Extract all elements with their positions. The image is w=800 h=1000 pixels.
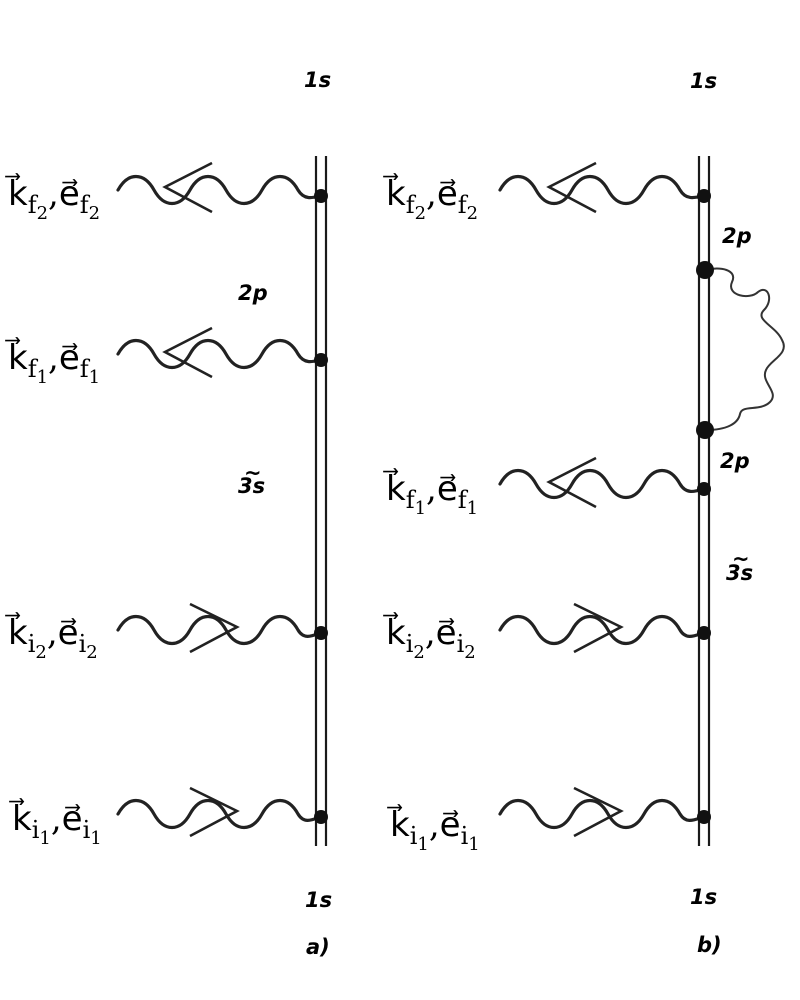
state-label-a-top: 1s	[304, 68, 331, 92]
state-label-a-3s: ~ 3s	[238, 461, 265, 498]
vertex-b-i2	[697, 626, 711, 640]
photon-label-a-f2: k⃗f2,e⃗f2	[5, 173, 100, 224]
vertex-b-f1	[697, 482, 711, 496]
photon-label-b-f1: k⃗f1,e⃗f1	[383, 468, 478, 519]
photon-line-b-i2	[498, 602, 705, 654]
state-label-b-3s-suffix: s	[741, 561, 754, 585]
state-label-b-3s: ~ 3s	[726, 547, 753, 585]
photon-label-a-i1: k⃗i1,e⃗i1	[9, 798, 102, 849]
vertex-b-f2	[697, 189, 711, 203]
self-energy-loop-b	[705, 267, 785, 431]
state-label-b-2p-lower: 2p	[720, 449, 750, 473]
state-label-b-top: 1s	[690, 69, 717, 93]
svg-text:3s: 3s	[238, 474, 265, 498]
state-label-a-3s-suffix: s	[253, 474, 266, 498]
svg-text:3s: 3s	[726, 561, 753, 585]
photon-line-a-i2	[116, 602, 322, 654]
state-label-b-bottom: 1s	[690, 885, 717, 909]
tilde-mark-a: ~	[244, 461, 262, 485]
photon-line-a-f2	[116, 161, 322, 214]
caption-a: a)	[306, 935, 330, 959]
vertex-a-f2	[314, 189, 328, 203]
photon-line-a-f1	[116, 326, 322, 379]
vertex-b-loop-bottom	[696, 421, 714, 439]
state-label-b-2p-upper: 2p	[722, 224, 752, 248]
tilde-mark-b: ~	[732, 547, 750, 571]
photon-label-a-f1: k⃗f1,e⃗f1	[5, 337, 100, 388]
diagram-a: 1s 2p ~ 3s 1s a) k⃗f2,e	[5, 68, 332, 959]
diagram-b: 1s 2p 2p ~ 3s 1s b)	[383, 69, 785, 957]
vertex-a-i2	[314, 626, 328, 640]
photon-line-b-f1	[498, 456, 705, 509]
photon-label-a-i2: k⃗i2,e⃗i2	[5, 612, 98, 663]
photon-line-b-i1	[498, 786, 705, 838]
photon-label-b-i2: k⃗i2,e⃗i2	[383, 612, 476, 663]
caption-b: b)	[697, 933, 722, 957]
vertex-b-i1	[697, 810, 711, 824]
state-label-b-3s-number: 3	[726, 561, 741, 585]
state-label-a-bottom: 1s	[305, 888, 332, 912]
photon-label-b-f2: k⃗f2,e⃗f2	[383, 173, 478, 224]
state-label-a-2p: 2p	[238, 281, 268, 305]
photon-line-b-f2	[498, 161, 705, 214]
vertex-a-i1	[314, 810, 328, 824]
vertex-a-f1	[314, 353, 328, 367]
state-label-a-3s-number: 3	[238, 474, 253, 498]
vertex-b-loop-top	[696, 261, 714, 279]
photon-line-a-i1	[116, 786, 322, 838]
photon-label-b-i1: k⃗i1,e⃗i1	[387, 804, 480, 855]
